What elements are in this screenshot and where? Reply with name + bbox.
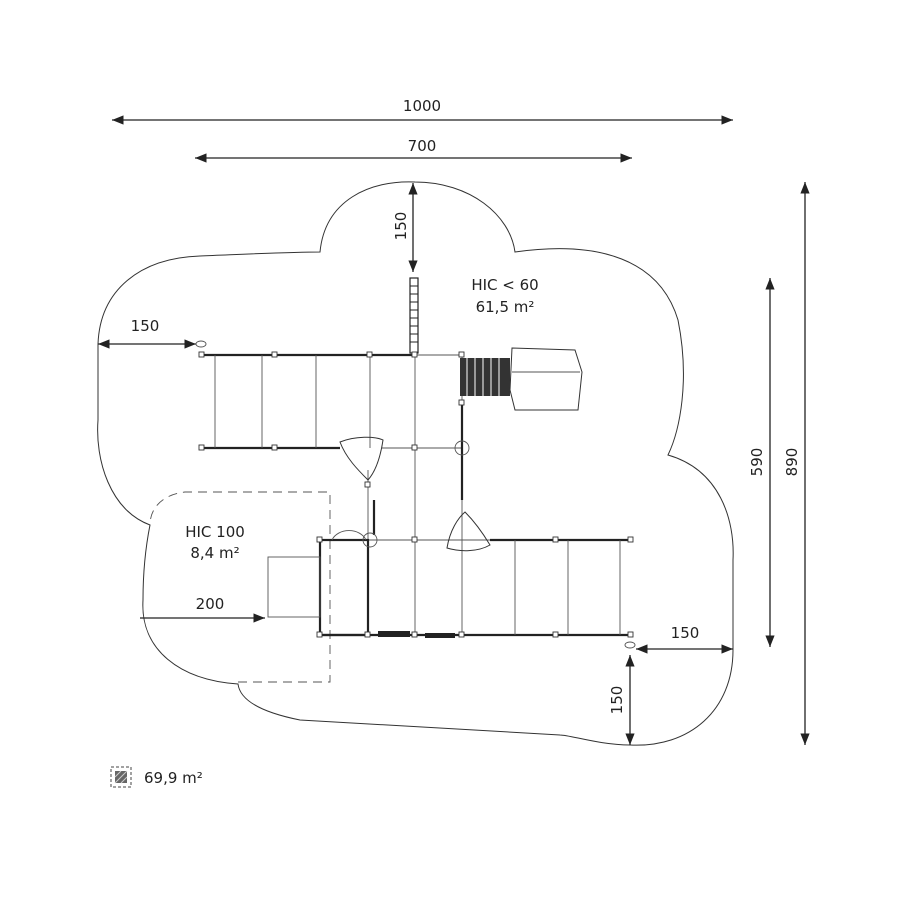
dim-top-clearance: 150 bbox=[392, 212, 410, 241]
dim-left-clearance: 150 bbox=[131, 317, 160, 335]
dim-height-total: 890 bbox=[783, 448, 801, 477]
play-structure bbox=[195, 277, 636, 649]
dim-slide-clearance: 200 bbox=[196, 595, 225, 613]
zone-main-hic: HIC < 60 bbox=[471, 276, 538, 294]
legend-hatched-square-icon bbox=[110, 766, 132, 788]
hic100-zone-outline bbox=[149, 491, 331, 683]
dim-width-total: 1000 bbox=[403, 97, 441, 115]
dim-right-clearance: 150 bbox=[671, 624, 700, 642]
safety-zone-outline bbox=[97, 181, 734, 746]
dimension-lines bbox=[98, 115, 810, 745]
zone-slide-area: 8,4 m² bbox=[190, 544, 239, 562]
dim-bottom-clearance: 150 bbox=[608, 686, 626, 715]
zone-main-area: 61,5 m² bbox=[476, 298, 535, 316]
dim-height-inner: 590 bbox=[748, 448, 766, 477]
dim-width-inner: 700 bbox=[408, 137, 437, 155]
legend-total-area: 69,9 m² bbox=[144, 769, 203, 787]
zone-slide-hic: HIC 100 bbox=[185, 523, 245, 541]
